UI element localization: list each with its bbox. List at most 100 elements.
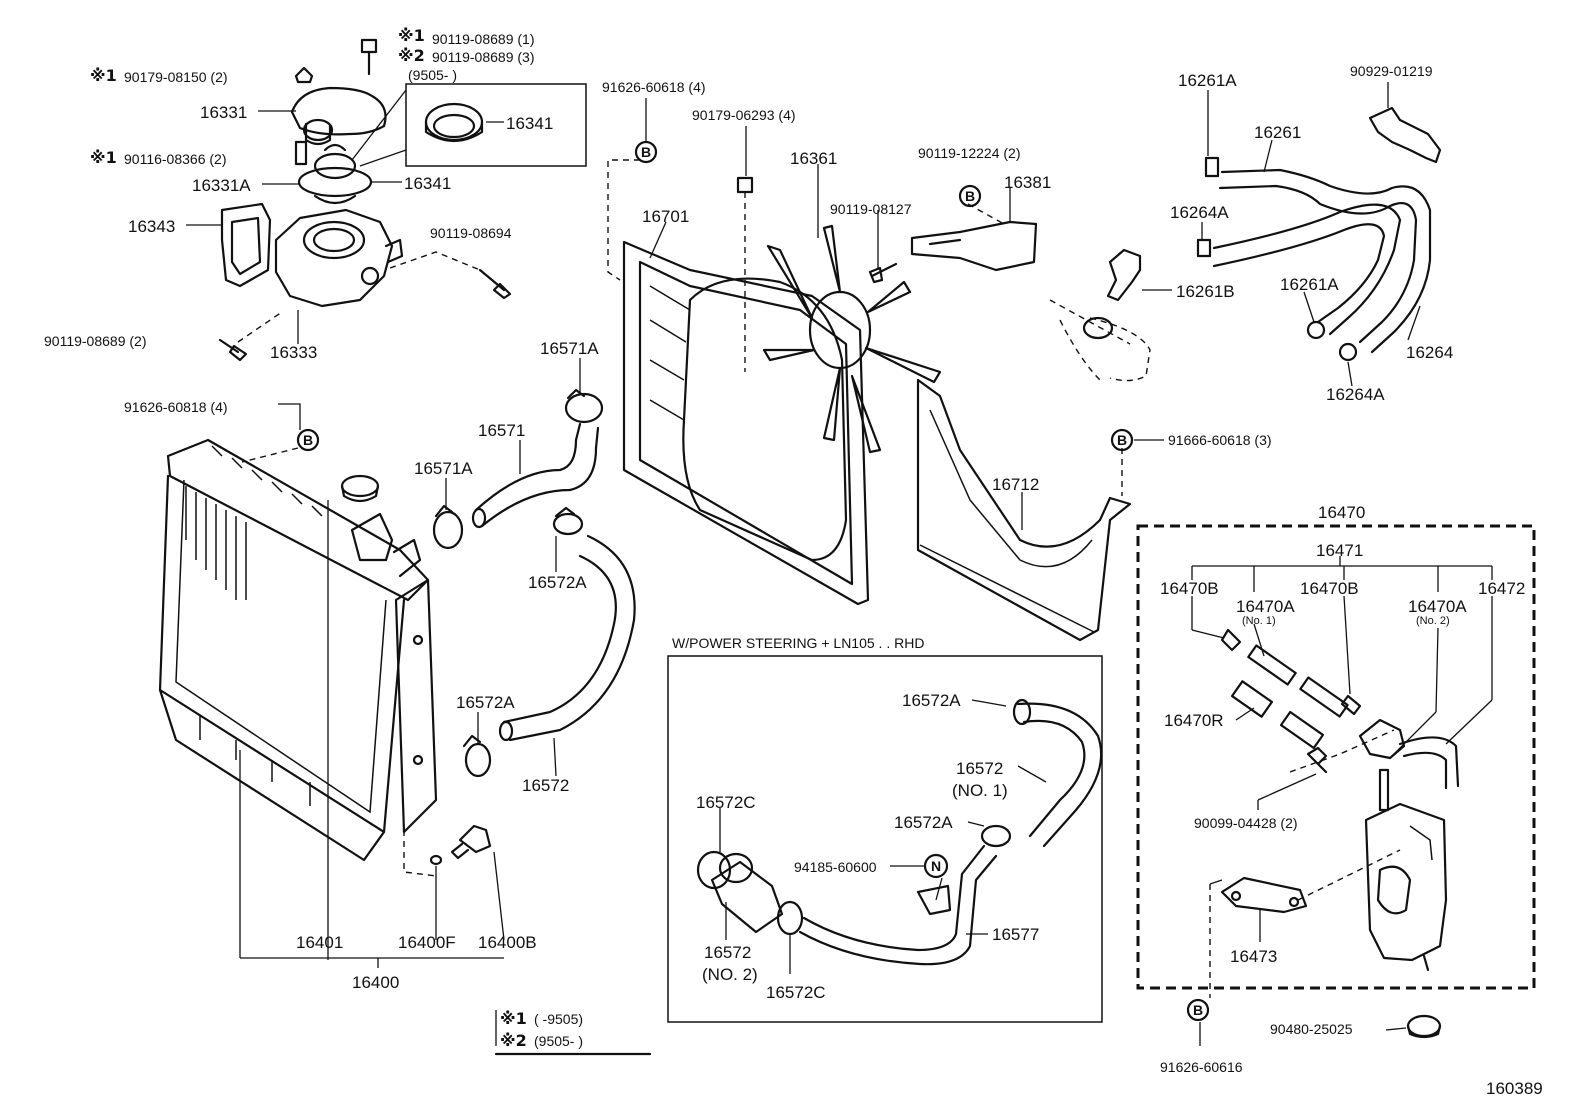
label-16472: 16472 <box>1478 579 1525 598</box>
circle-n-marker: N <box>923 853 949 879</box>
hose-16264-icon <box>1212 203 1402 336</box>
hose-16572-no2-icon <box>710 852 784 934</box>
label-16331: 16331 <box>200 103 247 122</box>
label-16264: 16264 <box>1406 343 1453 362</box>
label-90099-04428: 90099-04428 (2) <box>1194 815 1298 831</box>
label-90119-08694: 90119-08694 <box>430 225 512 241</box>
bolt-90119-08689-2-icon <box>218 338 248 362</box>
legend-1-text: ( -9505) <box>534 1011 583 1027</box>
label-16400B: 16400B <box>478 933 537 952</box>
bolt-90099-04428-icon <box>1306 746 1328 774</box>
lower-shroud-16712-icon <box>916 378 1132 642</box>
label-16331A: 16331A <box>192 176 251 195</box>
label-16571A-mid: 16571A <box>414 459 473 478</box>
label-16701: 16701 <box>642 207 689 226</box>
clamp-16264A-top-icon <box>1196 238 1212 258</box>
svg-text:B: B <box>641 144 651 160</box>
fitting-16472-icon <box>1358 718 1406 760</box>
label-90480-25025: 90480-25025 <box>1270 1021 1353 1037</box>
cap-90480-25025-icon <box>1406 1014 1442 1039</box>
label-16261: 16261 <box>1254 123 1301 142</box>
svg-text:B: B <box>965 188 975 204</box>
clamp-16264A-bot-icon <box>1338 342 1358 362</box>
label-16470A-no2: 16470A <box>1408 597 1467 616</box>
legend-2-text: (9505- ) <box>534 1033 583 1049</box>
label-91626-60616: 91626-60616 <box>1160 1059 1243 1075</box>
hose-16470R-2-icon <box>1279 710 1325 750</box>
label-16712: 16712 <box>992 475 1039 494</box>
hose-16572-no1-icon <box>1016 702 1103 848</box>
upper-hose-16571-icon <box>474 422 600 528</box>
svg-text:B: B <box>1117 432 1127 448</box>
clamp-16261A-top-icon <box>1204 156 1220 178</box>
label-90179-08150: 90179-08150 (2) <box>124 69 228 85</box>
label-90119-08689-2: 90119-08689 (2) <box>44 333 146 349</box>
clamp-16572A-top-icon <box>552 506 584 536</box>
label-16471: 16471 <box>1316 541 1363 560</box>
thermostat-group <box>186 38 587 362</box>
label-16572: 16572 <box>522 776 569 795</box>
label-91626-60818: 91626-60818 (4) <box>124 399 228 415</box>
bracket-16381-icon <box>910 220 1038 272</box>
circle-b-marker-4: B <box>1110 428 1134 452</box>
label-9505-open: (9505- ) <box>408 67 457 83</box>
label-i16572C-top: 16572C <box>696 793 756 812</box>
circle-b-marker-1: B <box>634 140 658 164</box>
radiator-16400-icon <box>158 438 438 862</box>
clamp-i16572A-top-icon <box>1012 698 1032 726</box>
legend: ※1 ( -9505) ※2 (9505- ) <box>494 1009 652 1056</box>
clip-16470B-right-icon <box>1340 694 1362 716</box>
water-inlet-housing-16333-icon <box>274 208 404 308</box>
mark-star-1-c: ※1 <box>90 148 117 167</box>
label-16381: 16381 <box>1004 173 1051 192</box>
label-16400F: 16400F <box>398 933 456 952</box>
label-i16577: 16577 <box>992 925 1039 944</box>
clamp-16572C-bot-icon <box>776 900 804 936</box>
clamp-16571A-mid-icon <box>432 504 464 550</box>
label-90116-08366: 90116-08366 (2) <box>124 151 226 167</box>
clamp-16572A-low-icon <box>462 734 492 778</box>
hose-16470R-icon <box>1230 680 1274 718</box>
label-16264A-bot: 16264A <box>1326 385 1385 404</box>
bolt-90119-08689-icon <box>360 38 378 76</box>
label-16571A-top: 16571A <box>540 339 599 358</box>
label-16473: 16473 <box>1230 947 1277 966</box>
radiator-group <box>158 403 505 968</box>
label-16470R: 16470R <box>1164 711 1224 730</box>
svg-text:B: B <box>1193 1002 1203 1018</box>
drain-cock-16400B-icon <box>450 824 492 860</box>
label-16571: 16571 <box>478 421 525 440</box>
fan-shroud-group <box>607 159 1164 642</box>
label-16572A-top: 16572A <box>528 573 587 592</box>
mark-star-2-a: ※2 <box>398 46 425 65</box>
bolt-90119-08694-icon <box>478 268 512 300</box>
label-16341-top: 16341 <box>506 114 553 133</box>
circle-b-marker-2: B <box>958 184 982 208</box>
lower-hose-16572-icon <box>502 534 636 742</box>
label-16470: 16470 <box>1318 503 1365 522</box>
inset-title: W/POWER STEERING + LN105 . . RHD <box>672 635 924 651</box>
drawing-number: 160389 <box>1486 1079 1543 1098</box>
inset-power-steering: W/POWER STEERING + LN105 . . RHD N <box>667 635 1103 1023</box>
label-16264A-top: 16264A <box>1170 203 1229 222</box>
label-16572A-low: 16572A <box>456 693 515 712</box>
label-i16572C-bot: 16572C <box>766 983 826 1002</box>
label-i16572A-mid: 16572A <box>894 813 953 832</box>
circle-b-marker-5: B <box>1186 998 1210 1022</box>
fan-shroud-16701-icon <box>622 240 870 606</box>
clamp-16572C-top-icon <box>696 850 732 890</box>
clamp-i16572A-mid-icon <box>980 824 1012 848</box>
label-90929-01219: 90929-01219 <box>1350 63 1433 79</box>
water-outlet-16331-icon <box>290 86 387 146</box>
reserve-tank-group <box>1136 524 1536 1046</box>
thermostat-16331A-icon <box>297 143 373 205</box>
clamp-16261A-mid-icon <box>1306 320 1326 340</box>
svg-text:N: N <box>931 858 941 874</box>
label-16261A-mid: 16261A <box>1280 275 1339 294</box>
radiator-cap-16401-icon <box>340 474 380 503</box>
label-91666-60618: 91666-60618 (3) <box>1168 432 1272 448</box>
hose-16470A-no2-icon <box>1299 676 1349 718</box>
label-16470B-right: 16470B <box>1300 579 1359 598</box>
label-16470B-left: 16470B <box>1160 579 1219 598</box>
label-90119-12224: 90119-12224 (2) <box>918 145 1020 161</box>
